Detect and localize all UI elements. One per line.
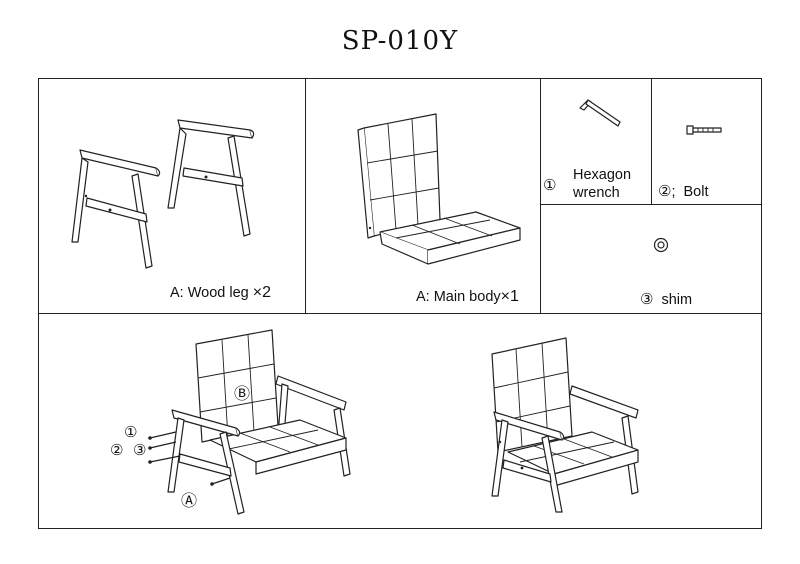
divider-3 bbox=[651, 78, 652, 204]
main-body-quantity: ×1 bbox=[501, 288, 519, 305]
divider-2 bbox=[540, 78, 541, 313]
bolt-name: Bolt bbox=[684, 184, 709, 200]
callout-2: ② bbox=[110, 441, 123, 459]
hexagon-wrench-icon bbox=[578, 96, 628, 130]
hexagon-label-line1: Hexagon bbox=[573, 166, 631, 184]
wood-leg-name: A: Wood leg bbox=[170, 285, 249, 301]
shim-name: shim bbox=[661, 292, 692, 308]
main-body-name: A: Main body bbox=[416, 289, 501, 305]
bolt-separator: ; bbox=[671, 184, 675, 200]
bolt-label: ②; Bolt bbox=[658, 182, 709, 200]
hexagon-number: ① bbox=[543, 176, 556, 194]
callout-1: ① bbox=[124, 423, 137, 441]
bolt-icon bbox=[686, 124, 724, 136]
callout-b: Ⓑ bbox=[234, 380, 250, 404]
shim-number: ③ bbox=[640, 290, 653, 308]
divider-1 bbox=[305, 78, 306, 313]
callout-3: ③ bbox=[133, 441, 146, 459]
shim-label: ③ shim bbox=[640, 290, 692, 308]
wood-leg-quantity: ×2 bbox=[253, 284, 271, 301]
callout-a: Ⓐ bbox=[181, 487, 197, 511]
diagram-title: SP-010Y bbox=[0, 26, 800, 56]
divider-4 bbox=[540, 204, 762, 205]
main-body-label: A: Main body×1 bbox=[416, 288, 519, 306]
shim-icon bbox=[653, 237, 669, 253]
bolt-number: ② bbox=[658, 182, 671, 200]
main-body-illustration bbox=[358, 108, 528, 268]
wood-leg-label: A: Wood leg ×2 bbox=[170, 284, 271, 302]
divider-5 bbox=[38, 313, 762, 314]
hexagon-label-line2: wrench bbox=[573, 184, 620, 202]
assembled-chair-illustration bbox=[488, 334, 658, 512]
wood-leg-illustration bbox=[60, 110, 280, 280]
